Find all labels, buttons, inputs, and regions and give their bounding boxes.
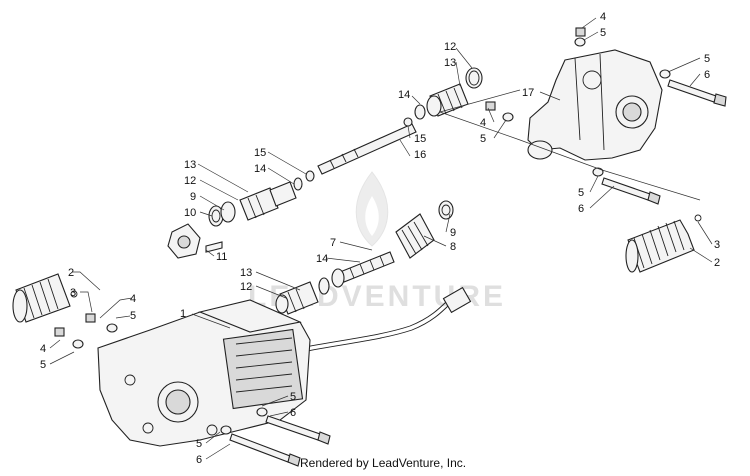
callout-16: 16: [414, 149, 426, 161]
callout-15-left: 15: [254, 147, 266, 159]
callout-2-left: 2: [68, 267, 74, 279]
callout-4-top-right: 4: [600, 11, 606, 23]
callout-7: 7: [330, 237, 336, 249]
callout-3-left: 3: [70, 287, 76, 299]
callout-9-left: 9: [190, 191, 196, 203]
hardware-left: [54, 313, 331, 467]
callout-6-right: 6: [704, 69, 710, 81]
callout-2-right: 2: [714, 257, 720, 269]
callout-11: 11: [216, 251, 227, 263]
callout-5-bottom-right: 5: [290, 391, 296, 403]
callout-6-bottom-right: 6: [290, 407, 296, 419]
left-shaft-assembly: [167, 170, 315, 259]
callout-5-left-upper: 5: [130, 310, 136, 322]
callout-14-middle: 14: [316, 253, 328, 265]
callout-labels: 1 2 3 4 5 4 5 5 6 5 6 7 14 8 9 13 12 11 …: [40, 11, 720, 466]
boot-left: [12, 273, 78, 323]
boot-right: [625, 214, 702, 273]
upper-shaft-assembly: [317, 67, 483, 175]
callout-14-top: 14: [398, 89, 410, 101]
callout-10: 10: [184, 207, 196, 219]
callout-12-top: 12: [444, 41, 456, 53]
callout-13-left: 13: [184, 159, 196, 171]
callout-5-top-right: 5: [600, 27, 606, 39]
callout-3-right: 3: [714, 239, 720, 251]
callout-5-top-middle: 5: [480, 133, 486, 145]
leader-lines: [49, 17, 713, 460]
callout-13-top: 13: [444, 57, 456, 69]
callout-15-top: 15: [414, 133, 426, 145]
callout-4-left-lower: 4: [40, 343, 46, 355]
callout-1: 1: [180, 308, 186, 320]
callout-17: 17: [522, 87, 534, 99]
callout-5-right-lower: 5: [578, 187, 584, 199]
wire-harness: [299, 286, 472, 353]
callout-4-top-middle: 4: [480, 117, 486, 129]
hardware-top-right: [485, 27, 727, 205]
callout-6-right-lower: 6: [578, 203, 584, 215]
gear-case: [527, 49, 663, 161]
callout-5-bottom-left: 5: [196, 438, 202, 450]
callout-4-left-upper: 4: [130, 293, 136, 305]
callout-5-right: 5: [704, 53, 710, 65]
callout-12-left: 12: [184, 175, 196, 187]
callout-8: 8: [450, 241, 456, 253]
middle-shaft-assembly: [275, 200, 454, 315]
callout-13-middle: 13: [240, 267, 252, 279]
callout-9-middle: 9: [450, 227, 456, 239]
callout-6-bottom-left: 6: [196, 454, 202, 466]
callout-12-middle: 12: [240, 281, 252, 293]
callout-5-left-lower: 5: [40, 359, 46, 371]
callout-14-left: 14: [254, 163, 266, 175]
render-credit: Rendered by LeadVenture, Inc.: [300, 456, 467, 470]
